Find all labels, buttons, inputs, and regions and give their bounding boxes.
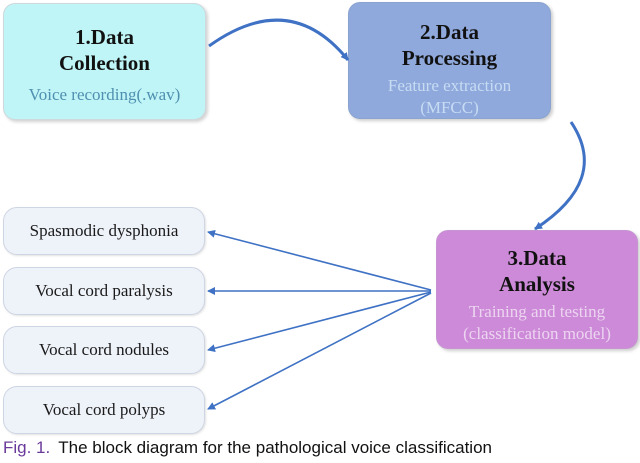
arrow-analysis-to-spasmodic-dysphonia [207,229,432,291]
output-vocal-cord-polyps: Vocal cord polyps [3,386,205,434]
stage-detail-line: (classification model) [463,324,611,343]
stage-title-line: 2.Data [420,20,479,44]
stage-title-line: 1.Data [75,25,134,49]
arrow-processing-to-analysis [534,121,586,231]
stage-data-analysis: 3.Data Analysis Training and testing (cl… [436,230,638,349]
stage-title-line: 3.Data [507,246,567,270]
stage-detail-line: (MFCC) [420,98,479,117]
output-vocal-cord-paralysis: Vocal cord paralysis [3,267,205,315]
arrow-analysis-to-vocal-cord-nodules [207,291,432,353]
stage-title-line: Collection [59,51,150,75]
output-spasmodic-dysphonia: Spasmodic dysphonia [3,207,205,255]
figure-caption-text: The block diagram for the pathological v… [58,438,492,457]
arrow-collection-to-processing [208,18,350,61]
stage-detail-line: Voice recording(.wav) [28,85,181,104]
stage-detail-line: Training and testing [468,302,606,321]
stage-title-line: Analysis [499,272,575,296]
stage-detail-line: Feature extraction [387,76,512,95]
figure-caption: Fig. 1. The block diagram for the patholo… [3,437,492,459]
output-vocal-cord-nodules: Vocal cord nodules [3,326,205,374]
stage-title-line: Processing [401,46,498,70]
stage-data-collection: 1.Data Collection Voice recording(.wav) [3,3,206,120]
arrow-analysis-to-vocal-cord-polyps [207,292,432,410]
figure-label: Fig. 1. [3,438,51,457]
stage-data-processing: 2.Data Processing Feature extraction (MF… [348,2,551,119]
